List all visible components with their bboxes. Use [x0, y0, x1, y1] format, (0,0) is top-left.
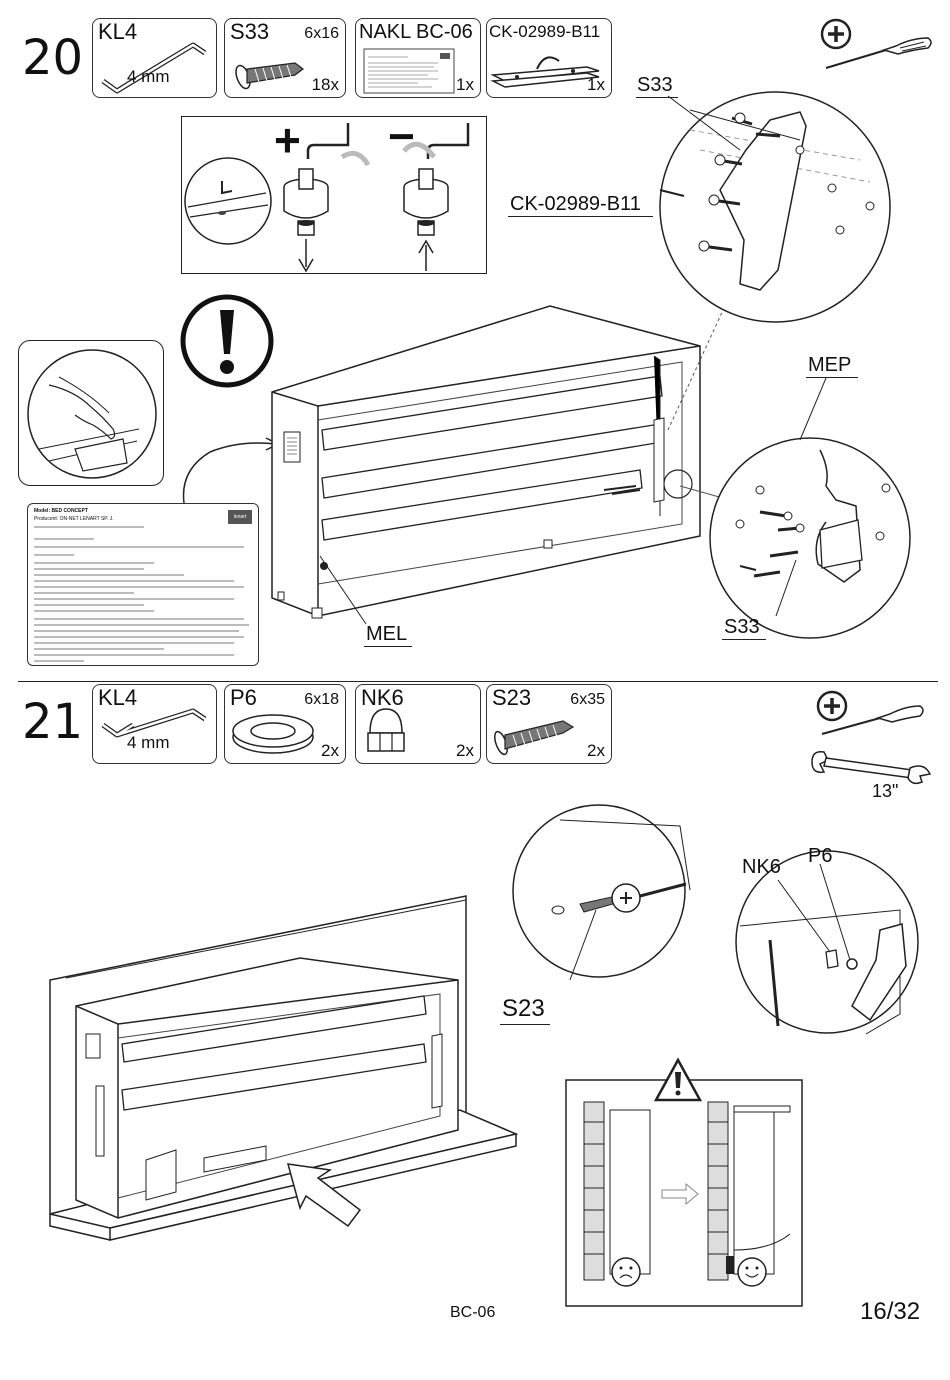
part-qty: 2x: [321, 741, 339, 761]
callout-mel: MEL: [366, 623, 407, 645]
step-number-21: 21: [22, 698, 83, 746]
step20-cabinet-illustration: [0, 0, 950, 680]
callout-mep: MEP: [808, 354, 851, 376]
callout-ck-rail: CK-02989-B11: [510, 193, 641, 215]
part-qty: 2x: [587, 741, 605, 761]
part-card-nk6: NK6 2x: [355, 684, 481, 764]
tools-icons: [808, 686, 938, 786]
part-qty: 2x: [456, 741, 474, 761]
callout-s33-bottom: S33: [724, 616, 760, 638]
part-length: 4 mm: [127, 733, 170, 753]
callout-s23: S23: [502, 998, 545, 1020]
callout-nk6: NK6: [742, 856, 781, 878]
part-card-kl4: KL4 4 mm: [92, 684, 217, 764]
page-number: 16/32: [860, 1298, 920, 1326]
step21-cabinet-illustration: [0, 780, 950, 1380]
part-card-p6: P6 6x18 2x: [224, 684, 346, 764]
callout-s33-top: S33: [637, 74, 673, 96]
footer-model-code: BC-06: [450, 1304, 495, 1322]
step-divider: [18, 681, 938, 682]
part-card-s23: S23 6x35 2x: [486, 684, 612, 764]
callout-p6: P6: [808, 845, 832, 867]
